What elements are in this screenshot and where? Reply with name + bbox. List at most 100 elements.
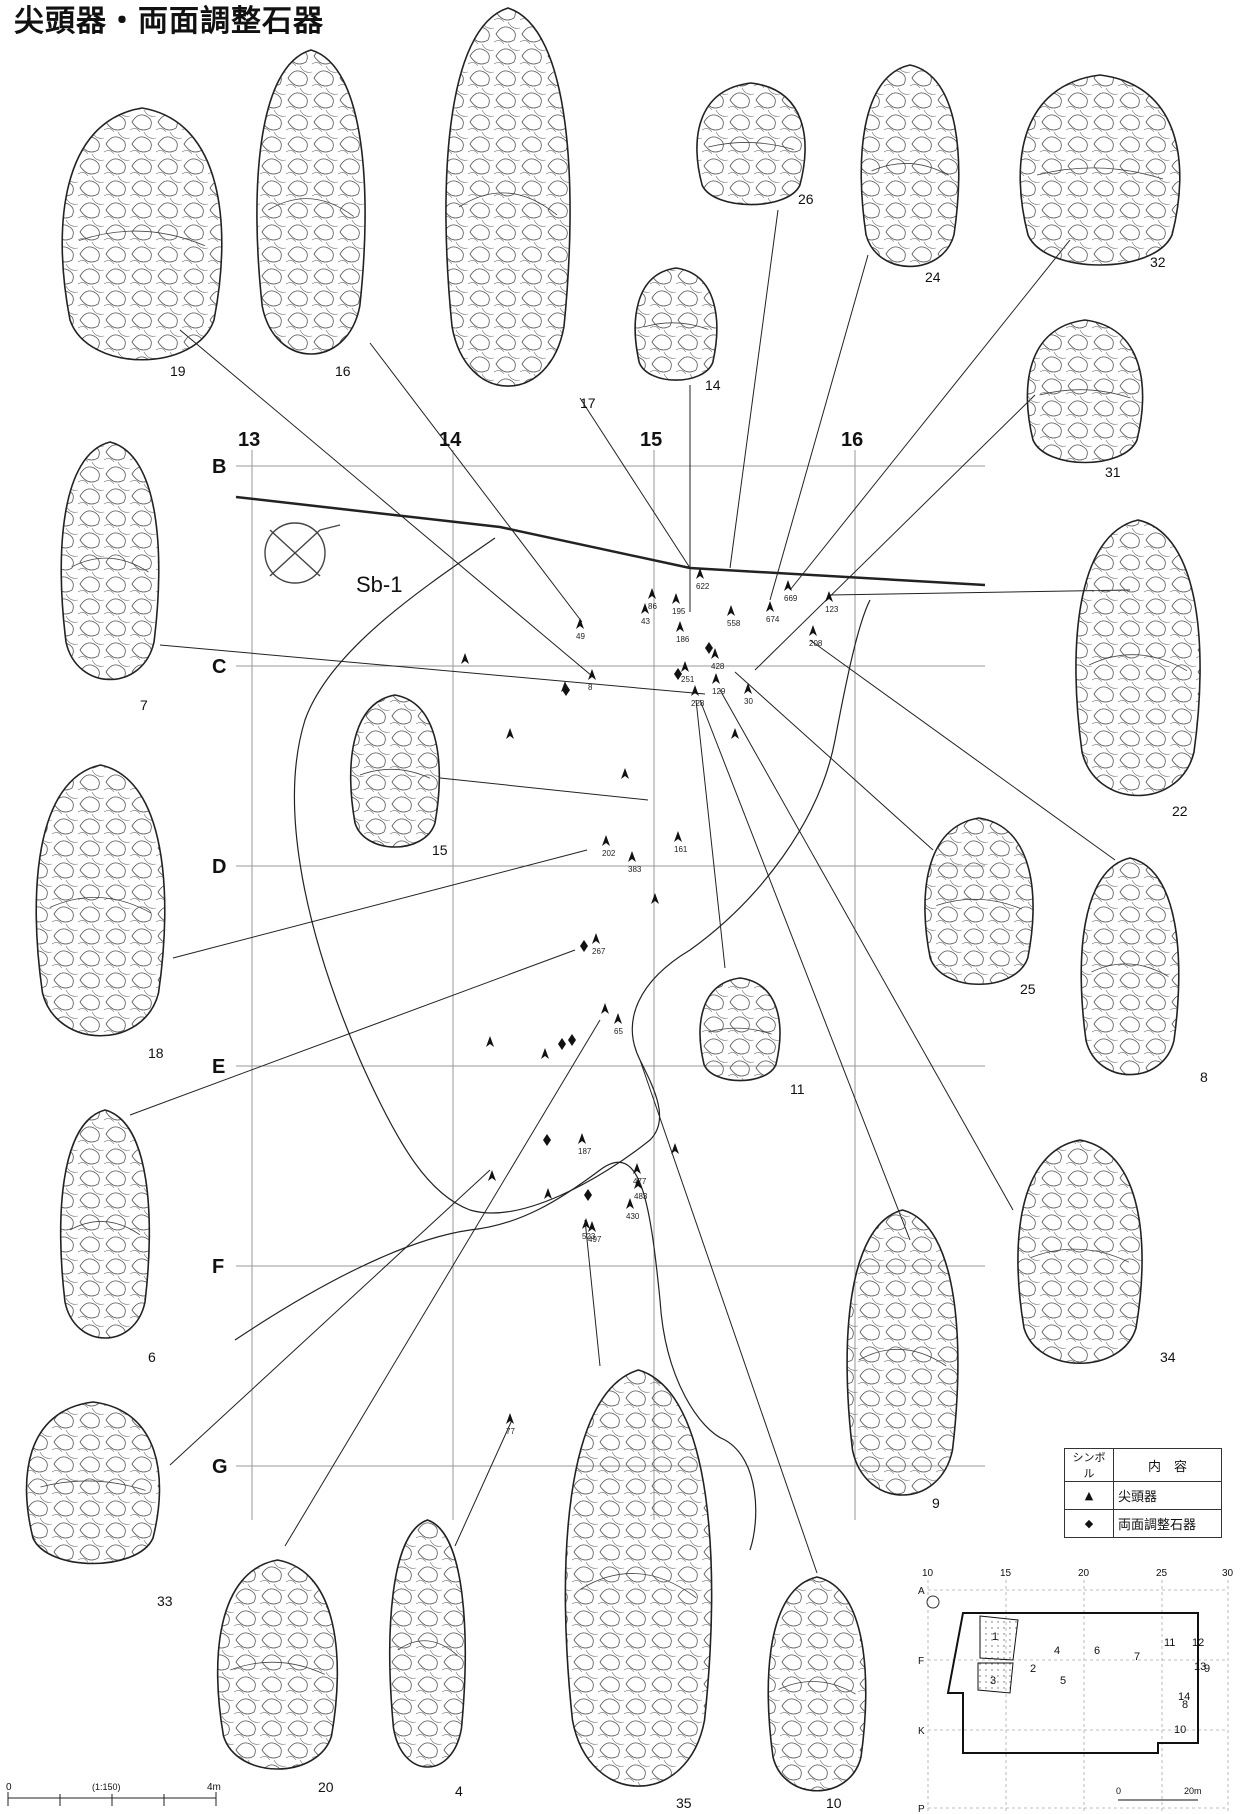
biface-symbol-icon — [580, 940, 588, 952]
inset-zone-number: 6 — [1094, 1645, 1100, 1657]
grid-row-label: D — [212, 856, 226, 878]
inset-y-tick: F — [918, 1656, 924, 1667]
inset-zone-number: 4 — [1054, 1645, 1060, 1657]
artifact-number: 26 — [798, 191, 814, 207]
inset-zone-number: 5 — [1060, 1675, 1066, 1687]
find-point-label: 383 — [628, 865, 642, 874]
find-point-label: 558 — [727, 619, 741, 628]
grid-column-label: 15 — [640, 429, 662, 451]
legend-biface-label: 両面調整石器 — [1113, 1509, 1222, 1538]
inset-y-tick: P — [918, 1804, 925, 1814]
artifact-leader-line — [699, 699, 911, 1241]
find-point-label: 8 — [588, 683, 593, 692]
inset-zone-number: 7 — [1134, 1651, 1140, 1663]
artifact-leader-line — [129, 949, 576, 1116]
zone-boundary-inner — [234, 1161, 757, 1551]
artifact-drawing-9: 9 — [846, 1209, 959, 1511]
find-point-marker: 428 — [711, 648, 725, 671]
artifact-leader-line — [454, 1419, 513, 1547]
artifact-drawing-31: 31 — [1026, 319, 1144, 480]
find-point-marker: 43 — [641, 603, 650, 626]
find-point-marker: 622 — [696, 568, 710, 591]
inset-zone-number: 10 — [1174, 1724, 1186, 1736]
biface-symbol-icon: ◆ — [1064, 1509, 1114, 1538]
figure-title: 尖頭器・両面調整石器 — [14, 4, 324, 39]
artifact-number: 8 — [1200, 1069, 1208, 1085]
inset-zone-number: 9 — [1204, 1663, 1210, 1675]
inset-y-tick: A — [918, 1586, 925, 1597]
inset-site-outline — [946, 1612, 1199, 1754]
biface-symbol-icon — [543, 1134, 551, 1146]
artifact-drawing-17: 17 — [445, 7, 596, 411]
find-point-marker: 669 — [784, 580, 798, 603]
find-point-marker: 187 — [578, 1133, 592, 1156]
point-symbol-icon — [506, 728, 514, 739]
artifact-drawing-26: 26 — [696, 82, 814, 207]
inset-zone-number: 11 — [1164, 1637, 1175, 1649]
find-point-marker: 30 — [744, 683, 753, 706]
grid-column-label: 16 — [841, 429, 863, 451]
find-point-label: 65 — [614, 1027, 623, 1036]
artifact-number: 15 — [432, 842, 448, 858]
artifact-drawing-10: 10 — [767, 1576, 867, 1811]
grid-row-label: B — [212, 456, 226, 478]
point-symbol-icon — [488, 1170, 496, 1181]
artifact-leader-line — [729, 209, 779, 569]
artifact-leader-line — [439, 777, 649, 801]
zone-label: Sb-1 — [356, 572, 402, 597]
find-point-label: 674 — [766, 615, 780, 624]
point-symbol-icon — [731, 728, 739, 739]
artifact-drawing-7: 7 — [60, 441, 160, 713]
find-point-label: 267 — [592, 947, 606, 956]
zone-boundaries — [234, 495, 986, 1551]
artifact-number: 22 — [1172, 803, 1188, 819]
find-point-label: 428 — [711, 662, 725, 671]
inset-scale-zero: 0 — [1116, 1786, 1121, 1796]
find-point-label: 30 — [744, 697, 753, 706]
inset-scale-max: 20m — [1184, 1786, 1202, 1796]
inset-x-tick: 15 — [1000, 1568, 1012, 1579]
excavation-edge-line — [235, 495, 986, 587]
find-point-label: 483 — [634, 1192, 648, 1201]
artifact-leader-line — [829, 589, 1131, 596]
artifact-drawing-4: 4 — [389, 1519, 466, 1799]
point-symbol-icon — [601, 1003, 609, 1014]
find-point-label: 43 — [641, 617, 650, 626]
artifact-leader-line — [584, 1219, 601, 1367]
artifact-leader-line — [719, 689, 1014, 1211]
zone-boundary-outer — [293, 537, 871, 1214]
artifact-drawing-14: 14 — [634, 267, 721, 393]
point-symbol-icon — [651, 893, 659, 904]
inset-x-tick: 25 — [1156, 1568, 1168, 1579]
find-point-label: 477 — [633, 1177, 647, 1186]
symbol-legend: シンボル 内 容 ▲ 尖頭器 ◆ 両面調整石器 — [1064, 1448, 1222, 1538]
find-point-marker: 430 — [626, 1198, 640, 1221]
grid-row-label: F — [212, 1256, 224, 1278]
artifact-drawing-33: 33 — [25, 1401, 173, 1609]
artifact-number: 9 — [932, 1495, 940, 1511]
inset-north-arrow-icon — [926, 1595, 940, 1609]
point-symbol-icon — [461, 653, 469, 664]
artifact-leader-line — [169, 1169, 491, 1466]
find-point-marker: 558 — [727, 605, 741, 628]
find-point-marker: 383 — [628, 851, 642, 874]
find-point-marker: 129 — [712, 673, 726, 696]
inset-zone-shaded — [977, 1662, 1014, 1694]
artifact-drawing-19: 19 — [61, 107, 223, 379]
artifact-leader-line — [639, 1059, 818, 1574]
inset-x-tick: 20 — [1078, 1568, 1090, 1579]
artifact-leader-line — [789, 239, 1071, 591]
artifact-drawing-16: 16 — [256, 49, 366, 379]
find-point-label: 251 — [681, 675, 695, 684]
find-point-label: 622 — [696, 582, 710, 591]
legend-point-label: 尖頭器 — [1113, 1481, 1222, 1510]
find-point-marker: 8 — [588, 669, 596, 692]
artifact-number: 34 — [1160, 1349, 1176, 1365]
artifact-number: 17 — [580, 395, 596, 411]
artifact-leader-line — [172, 849, 588, 959]
artifact-drawing-18: 18 — [35, 764, 166, 1061]
